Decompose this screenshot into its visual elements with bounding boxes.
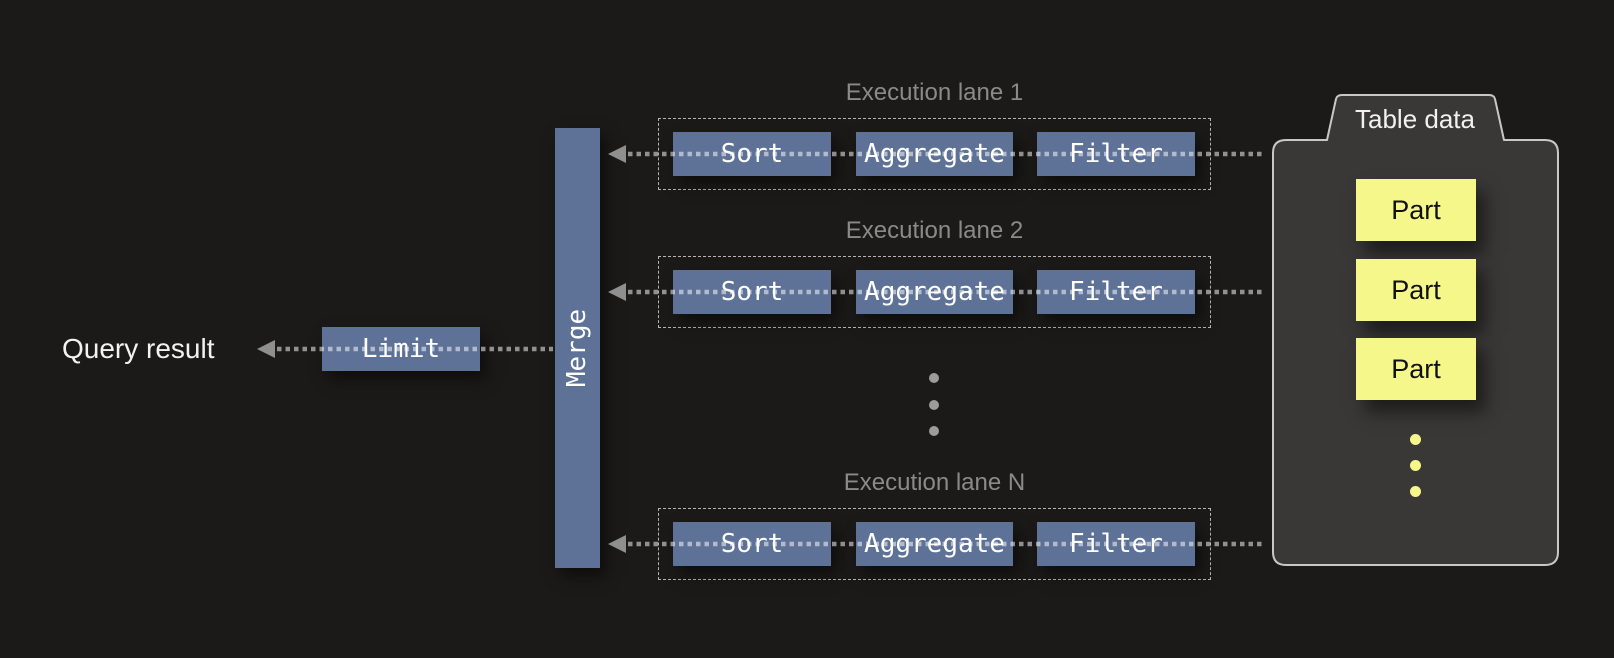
ellipsis-dot [1410, 434, 1421, 445]
aggregate-node: Aggregate [856, 270, 1013, 314]
filter-node: Filter [1037, 522, 1195, 566]
lane-2-label: Execution lane 2 [845, 217, 1024, 244]
table-data-title: Table data [1355, 104, 1475, 134]
part-node: Part [1356, 338, 1476, 400]
query-result-label: Query result [62, 333, 215, 364]
execution-lane-1: Execution lane 1 Sort Aggregate Filter [658, 79, 1211, 190]
aggregate-node: Aggregate [856, 132, 1013, 176]
sort-node: Sort [673, 132, 831, 176]
part-node: Part [1356, 259, 1476, 321]
aggregate-node: Aggregate [856, 522, 1013, 566]
merge-node-label: Merge [562, 308, 593, 388]
arrow-left-icon [608, 145, 626, 163]
ellipsis-dot [929, 400, 939, 410]
filter-node: Filter [1037, 132, 1195, 176]
ellipsis-dot [929, 426, 939, 436]
ellipsis-dot [1410, 460, 1421, 471]
lane-1-label: Execution lane 1 [845, 79, 1024, 106]
part-node: Part [1356, 179, 1476, 241]
execution-lane-2: Execution lane 2 Sort Aggregate Filter [658, 217, 1211, 328]
limit-node: Limit [322, 327, 480, 371]
execution-lane-n: Execution lane N Sort Aggregate Filter [658, 469, 1211, 580]
sort-node: Sort [673, 522, 831, 566]
arrow-left-icon [608, 535, 626, 553]
lane-n-label: Execution lane N [843, 469, 1026, 496]
filter-node: Filter [1037, 270, 1195, 314]
arrow-left-icon [608, 283, 626, 301]
sort-node: Sort [673, 270, 831, 314]
ellipsis-dot [1410, 486, 1421, 497]
ellipsis-dot [929, 373, 939, 383]
arrow-left-icon [257, 340, 275, 358]
merge-node: Merge [555, 128, 600, 568]
